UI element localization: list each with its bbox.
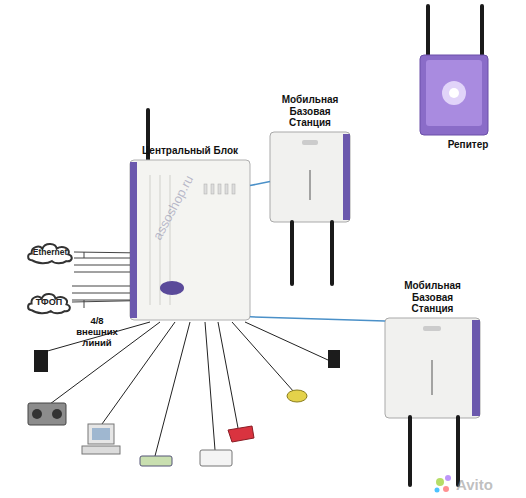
node-text: Ethernet <box>26 240 74 264</box>
antenna <box>290 220 294 286</box>
connector-line <box>250 182 270 186</box>
computer-device <box>92 428 110 440</box>
phone-device <box>228 426 254 442</box>
central-unit-stripe <box>130 162 137 318</box>
base-station-body <box>270 132 350 222</box>
watermark: Avito <box>456 476 516 493</box>
repeater-glow <box>442 81 466 105</box>
base-station-stripe <box>472 320 480 416</box>
led <box>225 184 228 194</box>
network-cloud: ТФОП <box>26 290 72 314</box>
base-station-slot <box>431 360 433 395</box>
node-heading: Центральный Блок <box>128 145 252 156</box>
base-station-logo <box>423 326 441 331</box>
repeater: Репитер <box>420 55 488 135</box>
base-station: Мобильная Базовая Станция <box>270 132 350 222</box>
base-station: Мобильная Базовая Станция <box>385 318 480 418</box>
radio-device <box>52 409 62 419</box>
connector-line <box>250 317 385 321</box>
node-heading: Мобильная Базовая Станция <box>277 94 343 128</box>
node-heading: Репитер <box>438 139 498 150</box>
wall-device <box>328 350 340 368</box>
watermark-logo <box>445 475 451 481</box>
connector-line <box>72 301 130 302</box>
network-cloud: Ethernet <box>26 240 74 264</box>
repeater-body <box>420 55 488 135</box>
antenna <box>480 4 484 62</box>
connector-line <box>74 252 130 254</box>
base-station-logo <box>302 140 318 145</box>
led <box>204 184 207 194</box>
computer-device <box>88 424 114 444</box>
led <box>218 184 221 194</box>
watermark-logo <box>436 478 444 486</box>
node-text: ТФОП <box>26 290 72 314</box>
speaker-device <box>34 350 48 372</box>
external-lines <box>72 252 130 308</box>
radio-device <box>32 409 42 419</box>
antenna <box>408 415 412 487</box>
watermark-logo <box>435 488 440 493</box>
computer-device <box>82 446 120 454</box>
phone-device <box>287 390 307 402</box>
watermark-logo <box>443 486 449 492</box>
watermark: assoshop.ru <box>141 155 206 259</box>
repeater-face <box>426 60 482 126</box>
line-count-label: 4/8 внешних линий <box>72 316 122 349</box>
antenna <box>330 220 334 286</box>
base-station-stripe <box>343 134 350 220</box>
repeater-glow <box>449 88 459 98</box>
fax-device <box>200 450 232 466</box>
led <box>211 184 214 194</box>
central-unit-logo <box>160 281 184 295</box>
base-station-body <box>385 318 480 418</box>
modem-device <box>140 456 172 466</box>
base-station-slot <box>309 170 311 200</box>
radio-device <box>28 403 66 425</box>
antenna <box>426 4 430 62</box>
led <box>232 184 235 194</box>
node-heading: Мобильная Базовая Станция <box>400 280 466 314</box>
